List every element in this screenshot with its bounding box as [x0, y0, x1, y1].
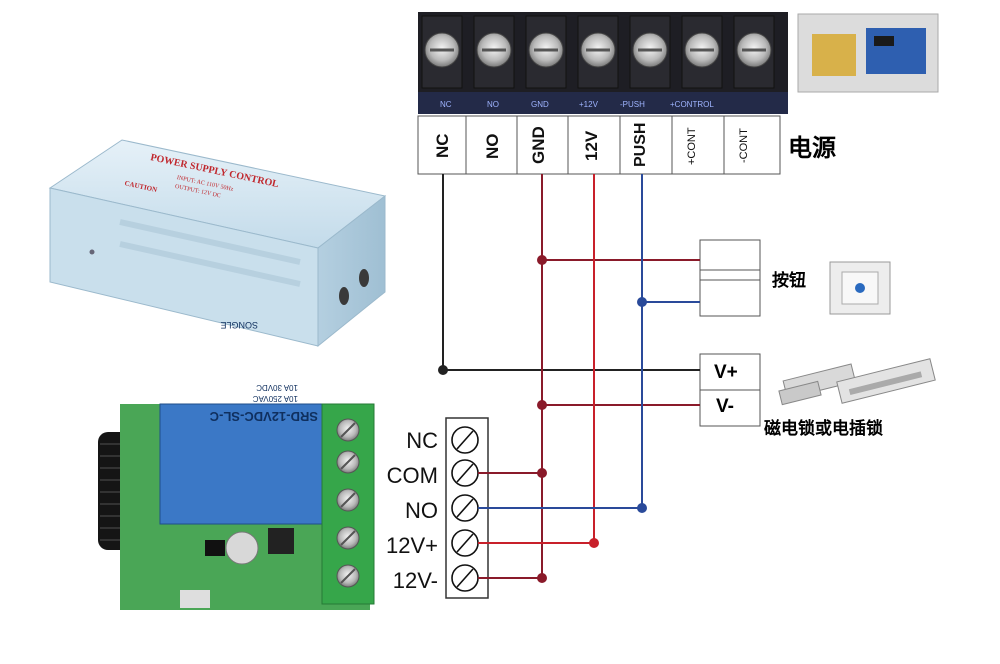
printed-label-12v: +12V: [579, 100, 599, 109]
button-label: 按钮: [772, 271, 806, 290]
terminal-block: NC NO GND +12V -PUSH +CONTROL: [418, 12, 788, 114]
junction-dot: [537, 400, 547, 410]
relay-pin-12v-plus: 12V+: [386, 533, 438, 558]
printed-label-gnd: GND: [531, 100, 549, 109]
pin-label-push: PUSH: [632, 122, 649, 168]
junction-dot: [589, 538, 599, 548]
relay-pin-com: COM: [386, 463, 438, 488]
control-board-icon: [866, 28, 926, 74]
junction-dot: [438, 365, 448, 375]
electric-bolt-lock-icon: [836, 358, 936, 404]
terminal-screw: [733, 15, 775, 89]
lock-box: [699, 353, 761, 427]
terminal-screw: [473, 15, 515, 89]
relay-pin-terminal: [451, 529, 479, 557]
junction-dot: [637, 503, 647, 513]
box-port-1: [339, 287, 349, 305]
relay-pin-12v-minus: 12V-: [392, 568, 438, 593]
junction-dot: [537, 573, 547, 583]
inductor: [268, 528, 294, 554]
terminal-printed-labels: NC NO GND +12V -PUSH +CONTROL: [440, 100, 714, 109]
relay-screw: [336, 450, 360, 474]
lock-pin-vplus: V+: [714, 362, 738, 383]
pin-label-plus-cont: +CONT: [686, 127, 698, 165]
wire-nc-to-vplus: [442, 174, 700, 371]
relay-screw: [336, 418, 360, 442]
terminal-screw: [681, 15, 723, 89]
relay-model-text: SRD-12VDC-SL-C: [209, 409, 318, 424]
terminal-screw: [629, 15, 671, 89]
lock-pin-vminus: V-: [716, 396, 734, 417]
terminal-screw: [525, 15, 567, 89]
relay-brand: SONGLE: [220, 320, 258, 330]
relay-pin-terminal: [451, 564, 479, 592]
pin-label-nc: NC: [433, 133, 452, 159]
terminal-screw: [577, 15, 619, 89]
relay-pin-terminal: [451, 426, 479, 454]
wire-push-to-no: [478, 174, 643, 509]
button-box: [699, 239, 761, 317]
junction-dot: [637, 297, 647, 307]
relay-pin-no: NO: [405, 498, 438, 523]
magnetic-lock-icon: [778, 363, 857, 406]
terminal-label-strip: [418, 92, 788, 114]
pin-label-gnd: GND: [529, 126, 548, 164]
junction-dot: [537, 468, 547, 478]
relay-screw: [336, 526, 360, 550]
junctions: [438, 255, 647, 583]
printed-label-nc: NC: [440, 100, 452, 109]
pin-label-minus-cont: -CONT: [738, 128, 750, 164]
relay-screw: [336, 488, 360, 512]
terminal-screw: [421, 15, 463, 89]
pin-label-row: [417, 115, 781, 175]
printed-label-no: NO: [487, 100, 499, 109]
relay-rating-2: 10A 30VDC: [256, 383, 298, 392]
relay-body: [159, 403, 326, 525]
pin-label-no: NO: [483, 133, 502, 159]
power-supply-thumbnail: [797, 13, 939, 93]
relay-module: SRD-12VDC-SL-C 10A 250VAC 10A 30VDC SONG…: [98, 320, 375, 610]
junction-dot: [537, 255, 547, 265]
learn-button: [180, 590, 210, 608]
relay-rating-1: 10A 250VAC: [253, 394, 298, 403]
power-supply-box: POWER SUPPLY CONTROL INPUT: AC 110V 50Hz…: [48, 139, 387, 348]
relay-screw: [336, 564, 360, 588]
relay-pin-terminal: [451, 459, 479, 487]
power-label: 电源: [788, 135, 836, 162]
relay-pin-strip: [445, 417, 489, 599]
pin-label-12v: 12V: [582, 130, 601, 162]
printed-label-push: -PUSH: [620, 100, 645, 109]
capacitor: [225, 531, 259, 565]
transformer-icon: [812, 34, 856, 76]
exit-button-icon: [829, 261, 891, 315]
lock-label: 磁电锁或电插锁: [764, 419, 883, 438]
relay-pin-nc: NC: [406, 428, 438, 453]
printed-label-control: +CONTROL: [670, 100, 714, 109]
relay-pin-terminal: [451, 494, 479, 522]
box-port-2: [359, 269, 369, 287]
box-screw-hole: [89, 249, 95, 255]
wire-12v-to-relay: [478, 174, 595, 544]
